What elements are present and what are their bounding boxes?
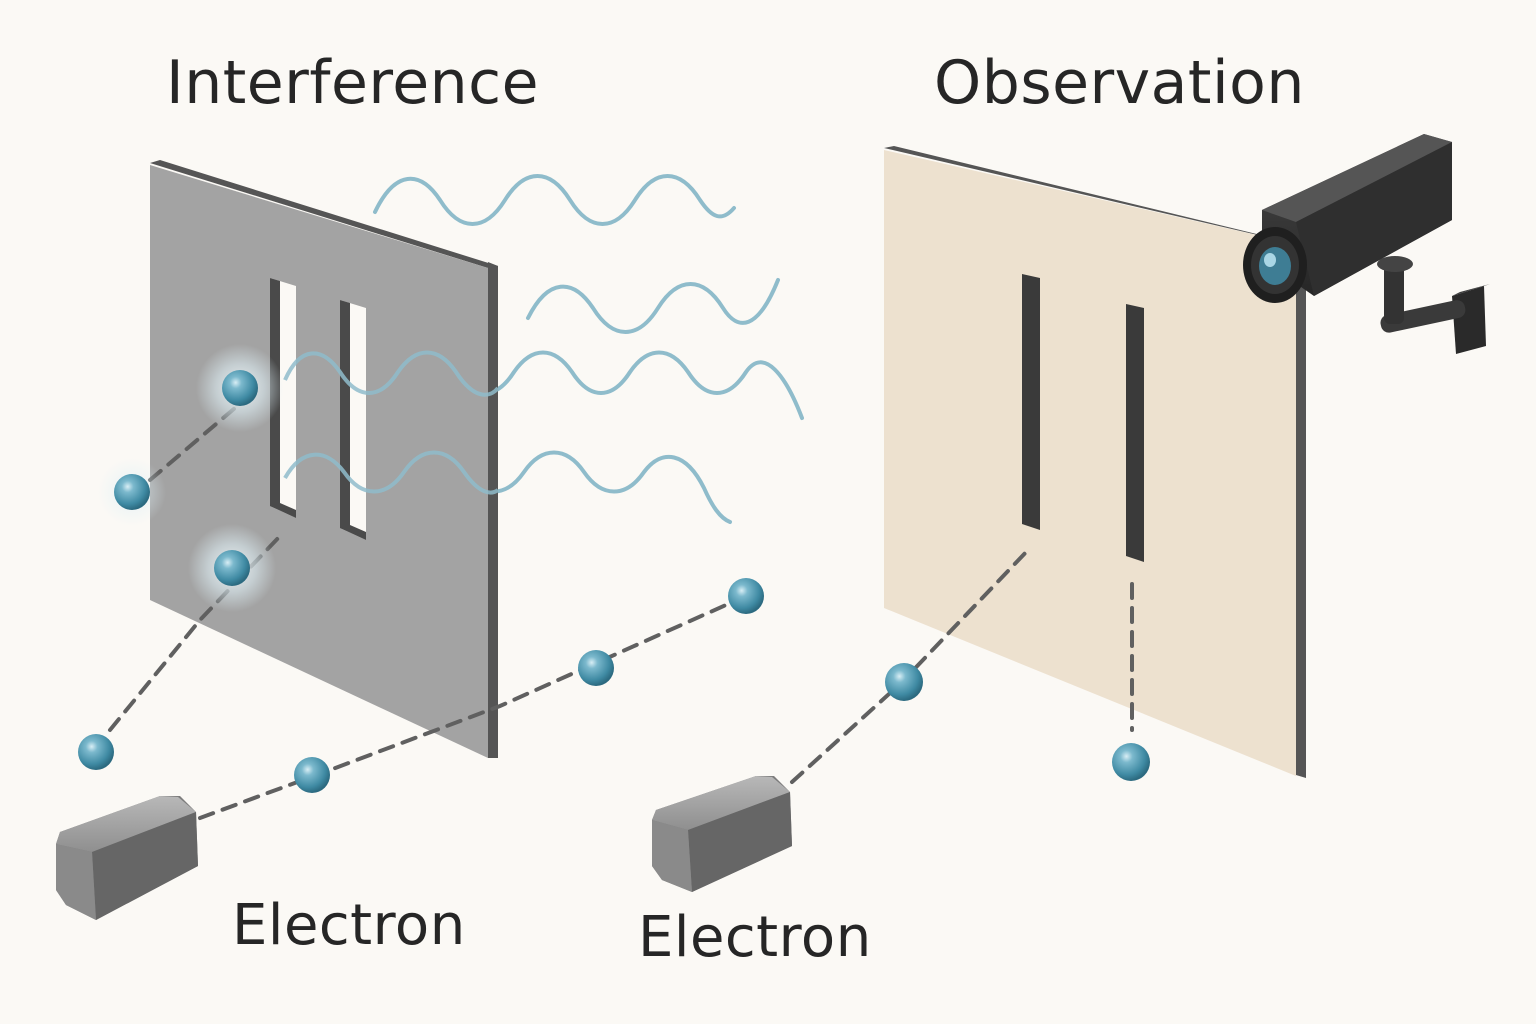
slit-1-shadow-bottom [270, 503, 296, 518]
wave-line-2 [526, 278, 780, 334]
interference-panel [56, 160, 804, 920]
wave-overlay-1 [283, 350, 500, 397]
slit-2-shadow-bottom [340, 525, 366, 540]
slit-1 [1022, 274, 1040, 530]
barrier-face [150, 165, 488, 758]
barrier-edge-right [1296, 242, 1306, 778]
slit-2 [1126, 304, 1144, 562]
electron-sphere [214, 550, 250, 586]
electrons-left [78, 370, 764, 793]
slit-2-shadow [340, 300, 350, 532]
electron-sphere [222, 370, 258, 406]
electron-sphere [728, 578, 764, 614]
interference-title: Interference [166, 48, 540, 118]
electron-sphere [578, 650, 614, 686]
observation-panel [652, 134, 1490, 892]
wave-overlay [283, 350, 500, 495]
electron-gun-right-icon [652, 776, 792, 892]
barrier-edge-top [884, 146, 1306, 246]
slit-barrier-left [150, 160, 498, 758]
slit-barrier-right [884, 146, 1306, 778]
wave-overlay-2 [283, 450, 500, 495]
electron-source-label-left: Electron [232, 893, 466, 958]
wave-line-1 [373, 174, 736, 226]
electron-sphere [78, 734, 114, 770]
barrier-face [884, 150, 1296, 776]
barrier-edge-right [488, 262, 498, 758]
electron-gun-left-icon [56, 796, 198, 920]
electrons-right [885, 663, 1150, 781]
electron-sphere [294, 757, 330, 793]
barrier-edge-top [150, 160, 498, 268]
electron-sphere [114, 474, 150, 510]
electron-sphere [1112, 743, 1150, 781]
electron-sphere [885, 663, 923, 701]
observation-title: Observation [934, 48, 1305, 118]
path-gun-to-top [198, 594, 748, 820]
path-to-slit [148, 406, 237, 482]
electron-source-label-right: Electron [638, 905, 872, 970]
surveillance-camera-icon [1243, 134, 1490, 354]
